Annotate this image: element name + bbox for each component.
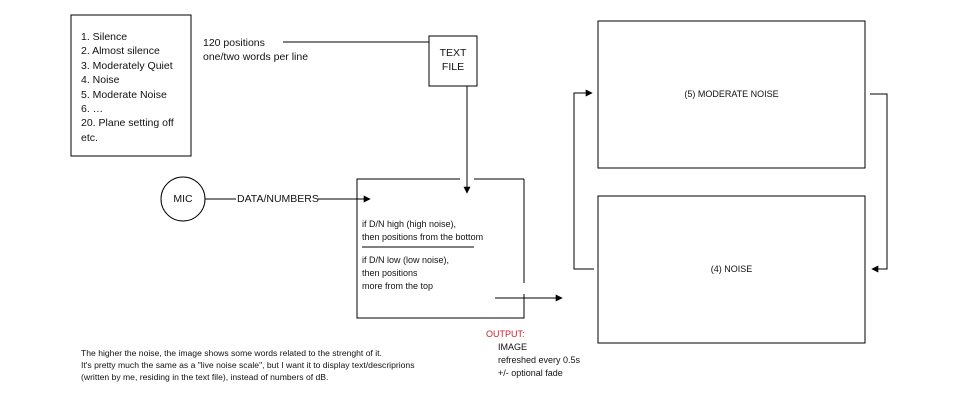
output-line: +/- optional fade xyxy=(498,368,563,378)
scale-item: etc. xyxy=(81,131,98,144)
text-file-box xyxy=(428,35,478,87)
output-line: refreshed every 0.5s xyxy=(498,355,581,365)
scale-item: 6. … xyxy=(81,103,104,116)
mic-label: MIC xyxy=(173,193,193,205)
scale-item: 2. Almost silence xyxy=(81,45,160,58)
scale-item: 1. Silence xyxy=(81,31,128,43)
screen-bottom-box xyxy=(597,195,866,344)
screen-bottom-label: (4) NOISE xyxy=(710,264,753,274)
output-title: OUTPUT: xyxy=(486,329,525,339)
loop-down-arrow xyxy=(870,93,888,273)
scale-item: 5. Moderate Noise xyxy=(81,88,167,101)
scale-item: 4. Noise xyxy=(81,74,120,87)
positions-note-line1: 120 positions xyxy=(203,37,265,49)
scale-item: 3. Moderately Quiet xyxy=(81,59,173,72)
loop-up-arrow xyxy=(573,89,594,270)
screen-top-box xyxy=(597,20,866,169)
rule-high-line2: then positions from the bottom xyxy=(362,232,484,242)
positions-note-line2: one/two words per line xyxy=(203,51,309,63)
footnote-line: (written by me, residing in the text fil… xyxy=(81,372,329,382)
rule-low-line2: then positions xyxy=(362,268,418,278)
processor-box xyxy=(356,178,525,319)
footnote-line: The higher the noise, the image shows so… xyxy=(81,348,382,358)
text-file-label-line2: FILE xyxy=(441,61,465,73)
scale-list: 1. Silence 2. Almost silence 3. Moderate… xyxy=(81,30,174,145)
rule-high-line1: if D/N high (high noise), xyxy=(362,219,457,229)
data-numbers-label: DATA/NUMBERS xyxy=(237,193,319,205)
output-line: IMAGE xyxy=(498,342,528,352)
screen-top-label: (5) MODERATE NOISE xyxy=(684,89,779,99)
text-file-label-line1: TEXT xyxy=(439,47,467,59)
footnote-line: It's pretty much the same as a "live noi… xyxy=(81,360,415,370)
rule-low-line3: more from the top xyxy=(362,281,434,291)
scale-item: 20. Plane setting off xyxy=(81,117,174,130)
rule-low-line1: if D/N low (low noise), xyxy=(362,255,450,265)
scale-list-box xyxy=(70,14,192,157)
